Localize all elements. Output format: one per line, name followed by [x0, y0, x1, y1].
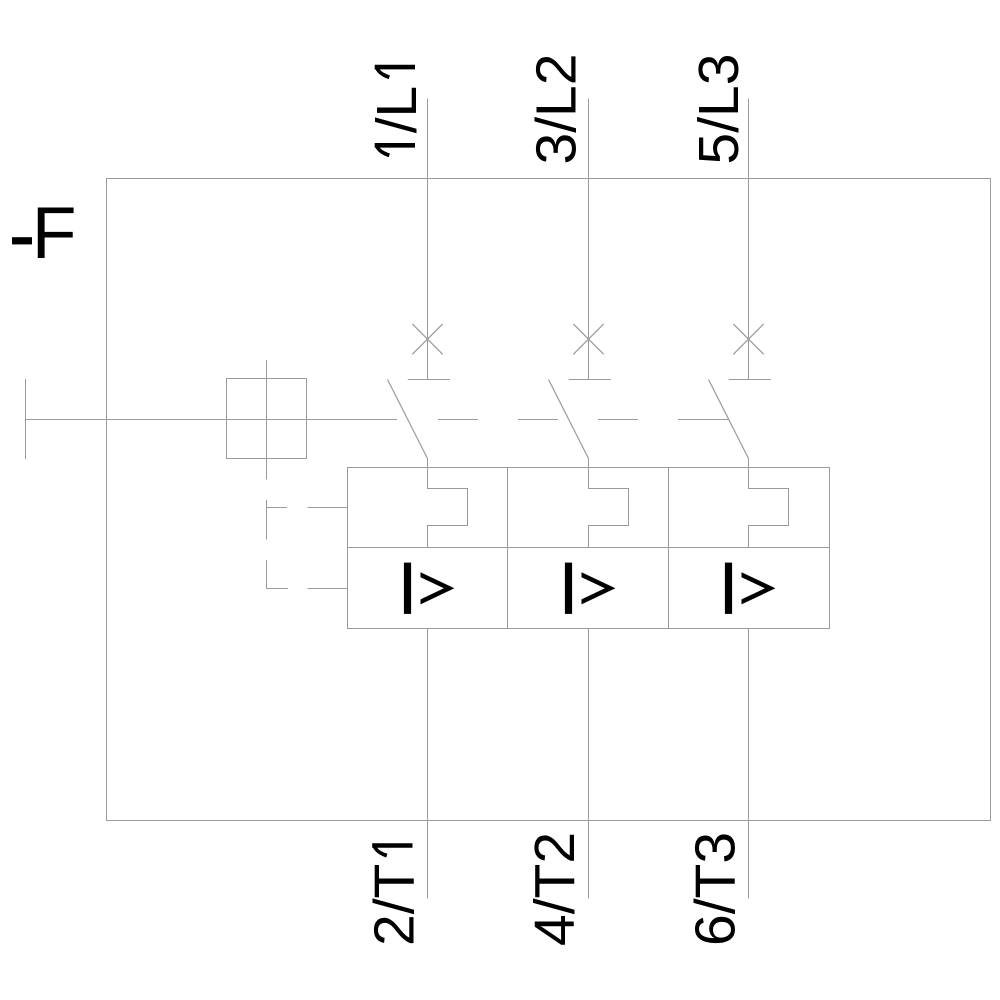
svg-text:F: F: [32, 192, 77, 274]
svg-text:2/T: 2/T: [363, 864, 427, 946]
svg-text:4/T2: 4/T2: [523, 832, 587, 946]
svg-text:6/T3: 6/T3: [684, 832, 748, 946]
svg-text:/L: /L: [365, 86, 429, 134]
svg-text:5/L3: 5/L3: [687, 54, 751, 165]
svg-text:3/L2: 3/L2: [525, 54, 589, 165]
